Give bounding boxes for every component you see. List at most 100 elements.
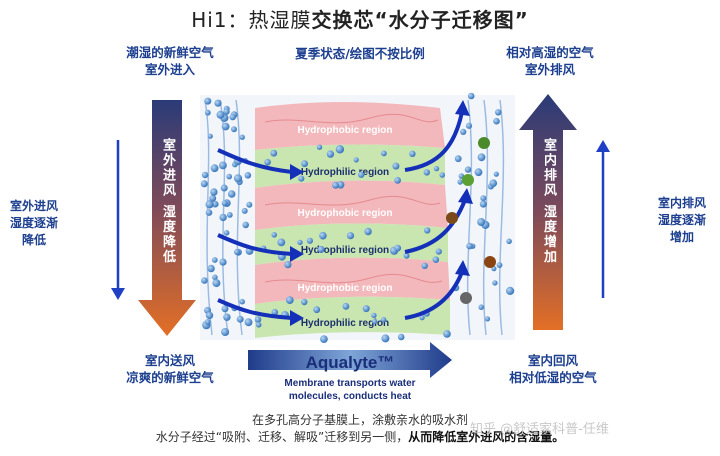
water-molecule	[221, 328, 230, 336]
water-molecule	[221, 200, 228, 207]
top-center-label: 夏季状态/绘图不按比例	[295, 46, 425, 61]
water-molecule	[464, 166, 472, 173]
hydrophilic-label-1: Hydrophilic region	[301, 167, 389, 178]
water-molecule	[229, 113, 236, 121]
water-molecule	[435, 248, 442, 255]
water-molecule	[204, 109, 211, 116]
water-molecule	[223, 313, 231, 321]
caption: 在多孔高分子基膜上，涂敷亲水的吸水剂 水分子经过“吸附、迁移、解吸”迁移到另一侧…	[80, 412, 640, 446]
water-molecule	[493, 171, 499, 177]
water-molecule	[316, 144, 323, 150]
water-molecule	[467, 92, 475, 100]
water-molecule	[301, 160, 308, 168]
water-molecule	[205, 209, 213, 216]
brand-line2: molecules, conducts heat	[289, 391, 412, 402]
right-thin-up-arrow	[596, 140, 610, 298]
water-molecule	[210, 164, 219, 173]
water-molecule	[219, 161, 227, 170]
right-big-up-arrow	[519, 94, 577, 330]
hydrophobic-label-1: Hydrophobic region	[298, 125, 393, 136]
water-molecules	[200, 92, 515, 343]
water-molecule	[313, 306, 321, 314]
water-molecule	[353, 157, 359, 163]
water-molecule	[227, 190, 236, 198]
water-molecule	[226, 173, 232, 180]
water-molecule	[204, 319, 211, 325]
water-molecule	[424, 227, 431, 234]
water-molecule	[432, 256, 440, 264]
brand-name: Aqualyte™	[306, 353, 395, 372]
water-molecule	[332, 181, 340, 189]
water-molecule	[392, 162, 400, 170]
water-molecule	[394, 244, 402, 252]
bottom-left-line1: 室内送风	[144, 353, 195, 368]
top-left-line1: 潮湿的新鲜空气	[126, 45, 214, 60]
water-molecule	[346, 232, 355, 240]
water-molecule	[211, 200, 219, 208]
water-molecule	[443, 330, 451, 338]
water-molecule	[212, 279, 221, 288]
water-molecule	[489, 179, 498, 187]
right-side-label: 室内排风 湿度逐渐 增加	[650, 195, 714, 246]
water-molecule	[234, 249, 240, 255]
water-molecule	[264, 158, 271, 166]
bottom-left-line2: 凉爽的新鲜空气	[126, 370, 214, 385]
water-molecule	[439, 172, 446, 178]
water-molecule	[204, 97, 212, 105]
caption-line1: 在多孔高分子基膜上，涂敷亲水的吸水剂	[251, 413, 468, 427]
title-prefix: Hi1：热湿膜	[191, 8, 312, 32]
left-side-line2: 湿度逐渐	[9, 216, 58, 230]
water-molecule	[478, 304, 485, 311]
water-molecule	[200, 180, 208, 188]
water-molecule	[484, 316, 491, 322]
water-molecule	[239, 298, 245, 305]
top-left-label: 潮湿的新鲜空气 室外进入	[100, 44, 240, 78]
water-molecule	[214, 99, 222, 107]
bottom-right-line2: 相对低湿的空气	[509, 370, 597, 385]
left-arrow-text: 室外进风 湿度降低	[160, 138, 175, 265]
water-molecule	[236, 315, 244, 323]
water-molecule	[209, 194, 217, 202]
water-molecule	[242, 221, 249, 229]
membrane-layers	[255, 102, 450, 338]
water-molecule	[210, 188, 218, 196]
water-molecule	[371, 312, 377, 319]
pollutant-particles	[446, 137, 496, 304]
hydrophilic-label-3: Hydrophilic region	[301, 318, 389, 329]
brand-line1: Membrane transports water	[284, 378, 415, 389]
water-molecule	[297, 239, 303, 246]
water-molecule	[254, 316, 262, 323]
diagram-title: Hi1：热湿膜交换芯“水分子迁移图”	[0, 4, 720, 33]
migration-arrowheads	[290, 100, 473, 326]
water-molecule	[205, 200, 214, 209]
water-molecule	[201, 277, 208, 284]
hydrophobic-label-2: Hydrophobic region	[298, 208, 393, 219]
water-molecule	[223, 230, 230, 236]
water-molecule	[319, 231, 327, 240]
water-molecule	[226, 212, 233, 218]
water-molecule	[320, 335, 328, 343]
water-molecule	[277, 238, 286, 247]
water-molecule	[244, 172, 252, 179]
water-molecule	[221, 305, 229, 313]
water-molecule	[233, 174, 243, 183]
water-molecule	[381, 334, 390, 343]
water-molecule	[380, 317, 387, 323]
water-molecule	[216, 110, 225, 119]
water-molecule	[271, 232, 278, 238]
water-molecule	[496, 262, 503, 268]
water-molecule	[306, 237, 313, 244]
bottom-right-label: 室内回风 相对低湿的空气	[478, 352, 628, 386]
hydrophobic-label-3: Hydrophobic region	[298, 283, 393, 294]
water-molecule	[221, 122, 230, 131]
water-molecule	[220, 184, 228, 192]
water-molecule	[433, 165, 440, 172]
water-molecule	[301, 298, 308, 306]
water-molecule	[335, 145, 345, 154]
water-molecule	[211, 257, 218, 263]
water-molecule	[285, 296, 294, 304]
water-molecule	[219, 258, 227, 266]
water-molecule	[317, 245, 325, 253]
left-side-line1: 室外进风	[9, 199, 58, 213]
